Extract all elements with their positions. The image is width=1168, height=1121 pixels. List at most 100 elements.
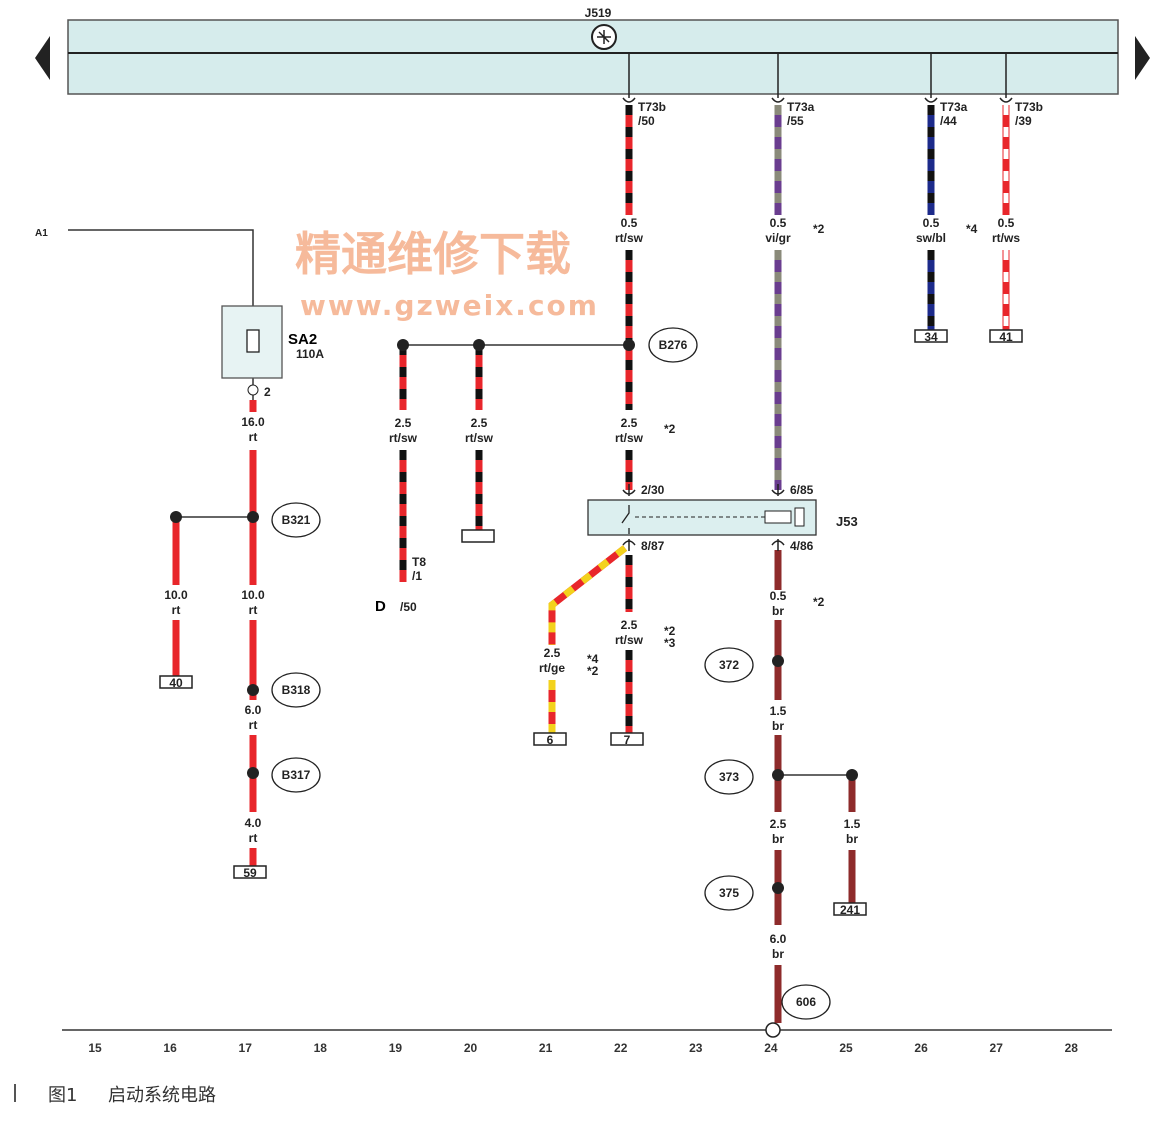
terminal-label: 7 bbox=[624, 733, 631, 747]
junction-dot bbox=[247, 684, 259, 696]
junction-dot bbox=[772, 882, 784, 894]
junction-606: 606 bbox=[781, 984, 831, 1020]
j519-label: J519 bbox=[585, 6, 612, 20]
junction-372: 372 bbox=[704, 647, 754, 683]
connector-pin: /44 bbox=[940, 114, 957, 128]
watermark-url: www.gzweix.com bbox=[300, 289, 599, 322]
junction-label: B321 bbox=[282, 513, 311, 527]
connector-t8-housing bbox=[461, 529, 495, 543]
connector-label: T73a bbox=[940, 100, 968, 114]
wire-note: *4 bbox=[587, 652, 599, 666]
connector-pin: /50 bbox=[638, 114, 655, 128]
junction-dot bbox=[397, 339, 409, 351]
junction-label: 373 bbox=[719, 770, 739, 784]
relay-coil-icon bbox=[764, 510, 792, 524]
wire-label: rt/ws bbox=[992, 231, 1020, 245]
junction-label: B276 bbox=[659, 338, 688, 352]
wire-note: *2 bbox=[813, 222, 825, 236]
wire-label: 1.5 bbox=[844, 817, 861, 831]
terminal-label: 41 bbox=[999, 330, 1013, 344]
wire-note: *3 bbox=[664, 636, 676, 650]
fuse-rating: 110A bbox=[296, 347, 324, 361]
terminal-241: 241 bbox=[833, 902, 867, 917]
column-number: 28 bbox=[1065, 1041, 1079, 1055]
wire-label: 6.0 bbox=[770, 932, 787, 946]
pin-connector-icon bbox=[622, 484, 636, 496]
wire-label: rt/sw bbox=[615, 231, 644, 245]
column-number: 25 bbox=[839, 1041, 853, 1055]
column-number: 16 bbox=[163, 1041, 177, 1055]
column-number: 21 bbox=[539, 1041, 553, 1055]
connector-label: T73b bbox=[638, 100, 666, 114]
column-number: 17 bbox=[239, 1041, 253, 1055]
terminal-label: 59 bbox=[243, 866, 257, 880]
wire-label: sw/bl bbox=[916, 231, 946, 245]
connector-pin: /39 bbox=[1015, 114, 1032, 128]
column-number: 15 bbox=[88, 1041, 102, 1055]
junction-375: 375 bbox=[704, 875, 754, 911]
wire-label: 0.5 bbox=[621, 216, 638, 230]
pin-connector-icon bbox=[771, 539, 785, 551]
j519-ecu-symbol-icon bbox=[591, 24, 617, 50]
relay-label: J53 bbox=[836, 514, 858, 529]
wire-label: vi/gr bbox=[765, 231, 791, 245]
wire-label: 1.5 bbox=[770, 704, 787, 718]
column-number: 19 bbox=[389, 1041, 403, 1055]
fuse-label: SA2 bbox=[288, 331, 317, 348]
connector-label: T73b bbox=[1015, 100, 1043, 114]
wire-label: 2.5 bbox=[621, 618, 638, 632]
figure-number: 图1 bbox=[48, 1085, 77, 1106]
column-number: 23 bbox=[689, 1041, 703, 1055]
fuse-pin-label: 2 bbox=[264, 385, 271, 399]
junction-dot bbox=[247, 511, 259, 523]
wire-label: 10.0 bbox=[241, 588, 265, 602]
wire-label: 0.5 bbox=[998, 216, 1015, 230]
relay-switch-contact bbox=[621, 505, 630, 534]
wire-label: 0.5 bbox=[770, 216, 787, 230]
figure-title: 启动系统电路 bbox=[108, 1085, 216, 1106]
junction-B318: B318 bbox=[271, 672, 321, 708]
j519-taps bbox=[622, 53, 1013, 103]
column-number: 18 bbox=[314, 1041, 328, 1055]
connector-pin: /55 bbox=[787, 114, 804, 128]
wire-label: rt bbox=[249, 831, 258, 845]
column-number: 24 bbox=[764, 1041, 778, 1055]
terminal-label: 34 bbox=[924, 330, 938, 344]
wire-label: 2.5 bbox=[770, 817, 787, 831]
wire-note: *2 bbox=[664, 422, 676, 436]
junction-label: 375 bbox=[719, 886, 739, 900]
column-number: 20 bbox=[464, 1041, 478, 1055]
junction-lines bbox=[176, 344, 852, 776]
wire-label: 6.0 bbox=[245, 703, 262, 717]
terminal-40: 40 bbox=[159, 675, 193, 690]
terminal-7: 7 bbox=[610, 732, 644, 747]
wire-label: br bbox=[772, 947, 784, 961]
wire-label: rt bbox=[249, 603, 258, 617]
junction-B276: B276 bbox=[648, 327, 698, 363]
junction-dot bbox=[247, 767, 259, 779]
wire-label: 2.5 bbox=[544, 646, 561, 660]
relay-pin-label: 6/85 bbox=[790, 483, 814, 497]
column-number: 27 bbox=[990, 1041, 1004, 1055]
wire-label: br bbox=[772, 832, 784, 846]
wire-label: br bbox=[772, 719, 784, 733]
terminal-59: 59 bbox=[233, 865, 267, 880]
terminal-label: 6 bbox=[547, 733, 554, 747]
page-right-arrow-icon[interactable] bbox=[1135, 36, 1150, 80]
wire-label: 2.5 bbox=[395, 416, 412, 430]
junction-B321: B321 bbox=[271, 502, 321, 538]
pin-connector-icon bbox=[622, 539, 636, 551]
fuse-pin-icon bbox=[247, 384, 259, 396]
wire-label: rt/sw bbox=[615, 431, 644, 445]
fuse-icon bbox=[246, 329, 260, 353]
page-left-arrow-icon[interactable] bbox=[35, 36, 50, 80]
relay-pin-label: 4/86 bbox=[790, 539, 814, 553]
terminal-label: 40 bbox=[169, 676, 183, 690]
connector-pin: /50 bbox=[400, 600, 417, 614]
junction-dot bbox=[473, 339, 485, 351]
wire-label: 2.5 bbox=[471, 416, 488, 430]
wire-label: 10.0 bbox=[164, 588, 188, 602]
wire-note: *2 bbox=[813, 595, 825, 609]
